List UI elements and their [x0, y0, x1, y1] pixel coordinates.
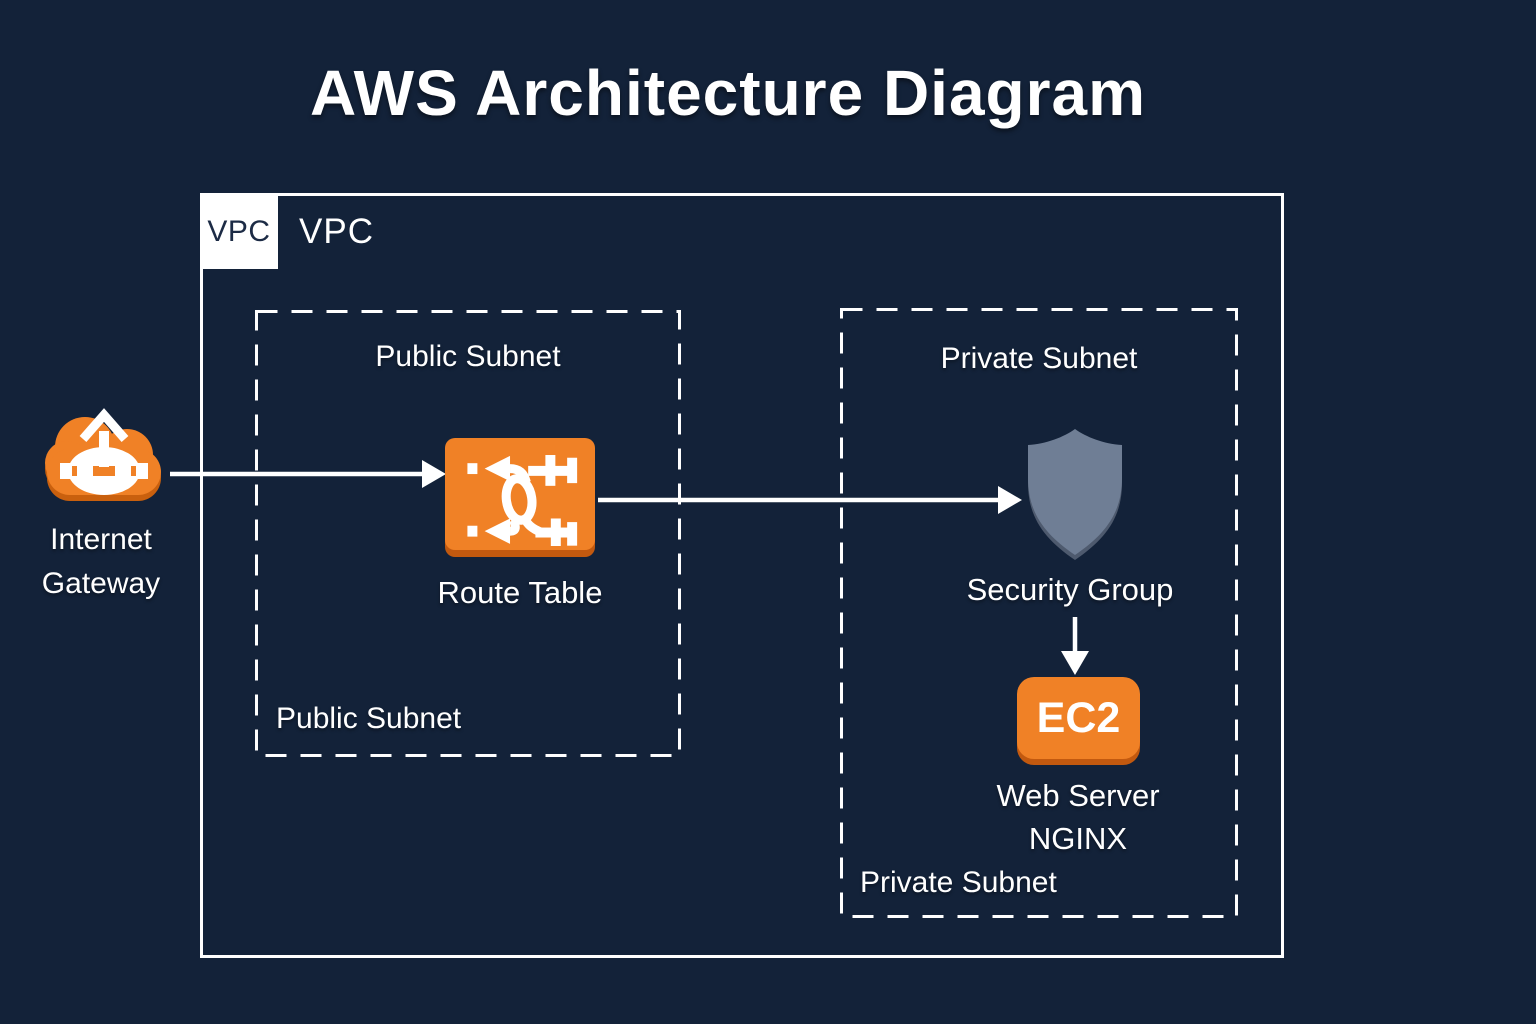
vpc-label: VPC: [299, 212, 374, 251]
arrow-route-table-to-security-group: [598, 486, 1022, 514]
vpc-corner-tag: VPC: [200, 195, 278, 269]
internet-gateway-cloud-icon: [45, 408, 161, 501]
route-table-label: Route Table: [437, 575, 603, 610]
security-group-label: Security Group: [966, 572, 1174, 607]
public-subnet-border: [255, 310, 681, 757]
public-subnet-bottom-label: Public Subnet: [276, 702, 462, 735]
route-table-node: [445, 438, 595, 550]
route-table-icon: [467, 455, 578, 546]
internet-gateway-label: Internet Gateway: [41, 523, 161, 600]
private-subnet-top-label: Private Subnet: [940, 342, 1138, 375]
security-group-shield-icon: [1028, 429, 1122, 560]
ec2-caption: Web Server NGINX: [996, 778, 1160, 857]
ec2-label: EC2: [1036, 693, 1121, 742]
private-subnet-border: [840, 308, 1238, 918]
vpc-border: [200, 193, 1284, 958]
page-title: AWS Architecture Diagram: [309, 57, 1147, 129]
public-subnet-top-label: Public Subnet: [375, 340, 561, 373]
ec2-box-icon: EC2: [1017, 677, 1140, 759]
private-subnet-bottom-label: Private Subnet: [860, 866, 1057, 899]
vpc-corner-label: VPC: [207, 215, 271, 248]
arrow-internet-gateway-to-route-table: [170, 460, 446, 488]
gateway-glyph: [60, 408, 148, 495]
arrow-security-group-to-ec2: [1061, 617, 1089, 675]
